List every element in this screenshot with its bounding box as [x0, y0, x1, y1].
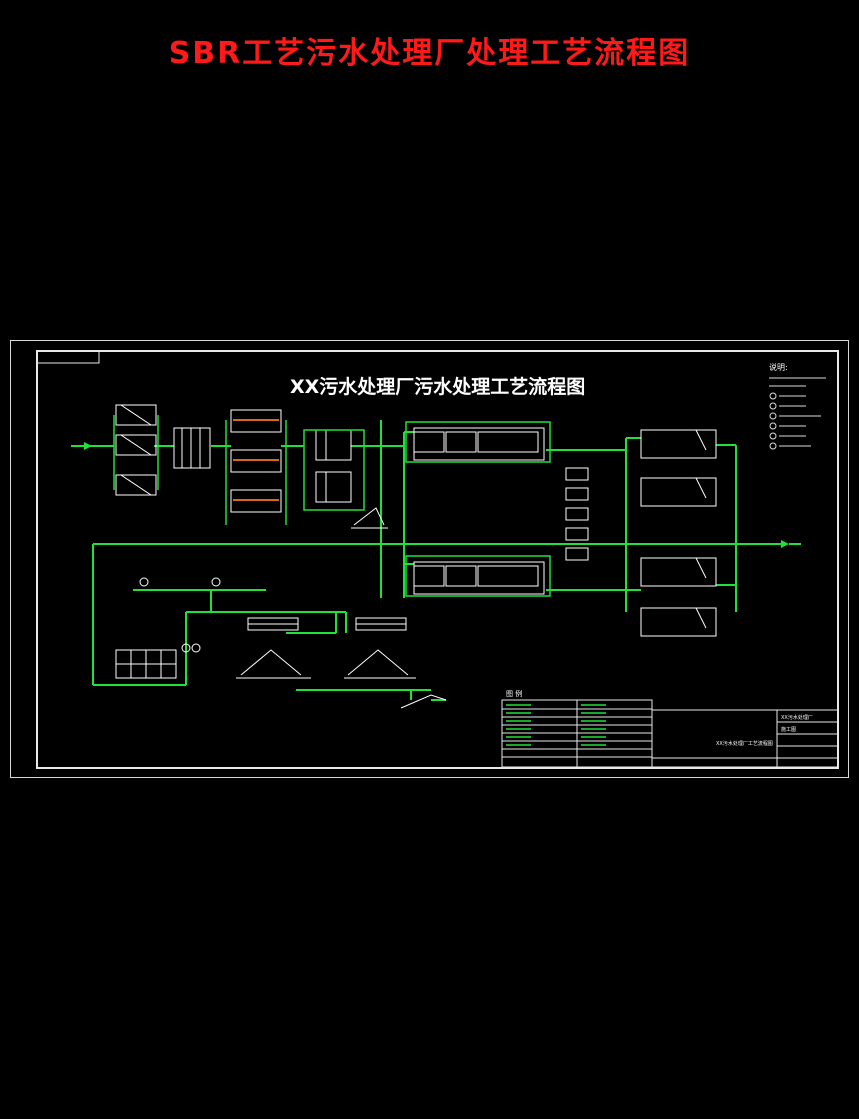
sbr-tank-1	[413, 427, 545, 461]
sand-washer	[351, 507, 388, 529]
inlet-arrow	[84, 442, 92, 450]
belt-filter-press-1	[236, 617, 311, 679]
sludge-conveyor	[400, 694, 447, 709]
legend-heading: 图 例	[506, 689, 522, 698]
coarse-screen	[115, 404, 157, 496]
drawing-title: XX污水处理厂污水处理工艺流程图	[290, 376, 586, 398]
pipe-network	[71, 420, 781, 701]
title-block-project: XX污水处理厂	[781, 714, 813, 721]
legend-table	[501, 699, 653, 768]
lift-pump-station	[315, 429, 352, 503]
process-flow-drawing: 说明:	[36, 350, 839, 768]
sludge-thickener	[115, 649, 177, 679]
sludge-pumps	[139, 577, 221, 653]
title-block-stage: 施工图	[781, 726, 796, 733]
fine-screen	[173, 427, 211, 469]
notes-lines	[769, 377, 826, 450]
notes-heading: 说明:	[769, 362, 788, 372]
title-block-drawing-name: XX污水处理厂工艺流程图	[716, 740, 773, 747]
drawing-sheet-border	[10, 340, 849, 778]
grit-chamber	[230, 409, 282, 513]
page-title: SBR工艺污水处理厂处理工艺流程图	[168, 36, 691, 71]
title-block	[651, 709, 839, 768]
blower-room	[565, 467, 589, 561]
belt-filter-press-2	[344, 617, 416, 679]
drawing-frame	[36, 350, 839, 769]
outlet-arrow	[781, 540, 789, 548]
legend-symbols	[506, 704, 606, 746]
sbr-tank-2	[413, 561, 545, 595]
sheet-corner-box	[36, 350, 100, 364]
disinfection-tank	[640, 429, 717, 637]
